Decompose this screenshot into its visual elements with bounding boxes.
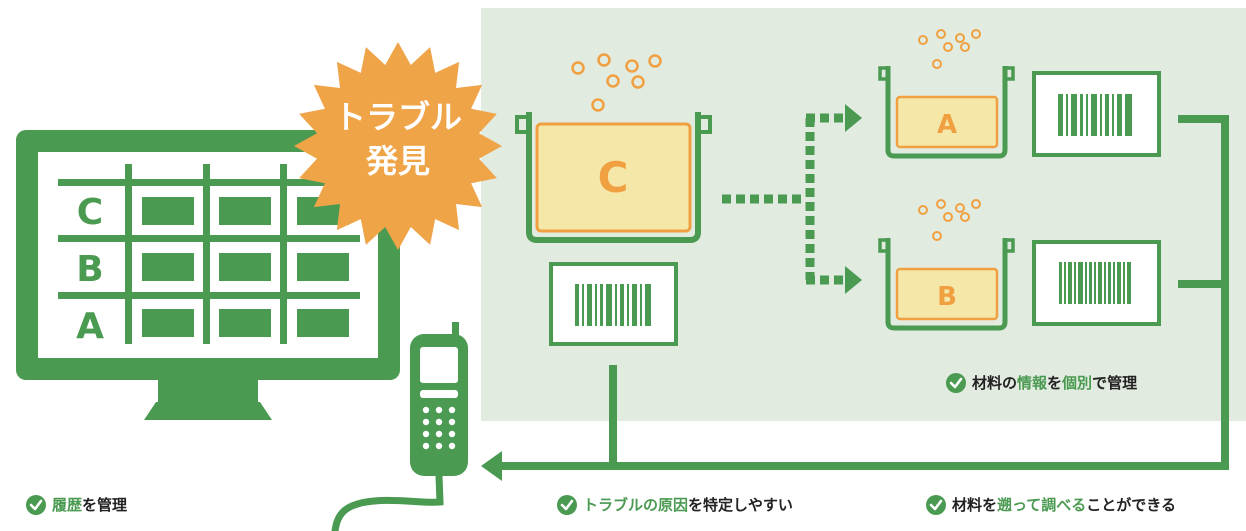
caption-info-seg-5: で管理 <box>1092 374 1138 392</box>
pot-b-label: B <box>937 282 957 312</box>
caption-info-seg-3: を <box>1047 374 1063 392</box>
caption-trace-seg-1: 材料を <box>952 496 998 514</box>
table-row-label-c: C <box>77 192 103 233</box>
caption-info-seg-2: 情報 <box>1017 374 1048 392</box>
trouble-discovery-burst: トラブル 発見 <box>294 42 502 250</box>
check-circle-icon <box>26 494 46 515</box>
caption-history: 履歴を管理 <box>26 494 127 515</box>
table-row-label-a: A <box>76 306 104 347</box>
caption-info-seg-1: 材料の <box>972 374 1018 392</box>
pot-a-icon: A <box>878 29 1015 159</box>
pot-b-icon: B <box>878 199 1015 331</box>
barcode-label-b <box>1032 240 1161 326</box>
pot-c-icon: C <box>515 53 712 243</box>
caption-cause: トラブルの原因を特定しやすい <box>557 494 793 515</box>
traceback-flow-arrow <box>481 115 1229 481</box>
burst-line-2: 発見 <box>365 142 430 180</box>
caption-history-text: を管理 <box>82 496 128 514</box>
caption-cause-seg-2: を特定しやすい <box>688 496 793 514</box>
monitor-icon: C B A <box>16 130 400 420</box>
burst-line-1: トラブル <box>334 98 462 136</box>
check-circle-icon <box>557 494 577 515</box>
check-circle-icon <box>946 372 966 393</box>
caption-trace-seg-2: 遡って調べる <box>997 496 1087 514</box>
barcode-label-a <box>1032 71 1161 157</box>
caption-trace-seg-3: ことができる <box>1086 496 1176 514</box>
caption-traceback: 材料を遡って調べることができる <box>926 494 1176 515</box>
caption-individual-info: 材料の情報を個別で管理 <box>946 372 1137 393</box>
handheld-scanner-icon <box>331 322 468 531</box>
check-circle-icon <box>926 494 946 515</box>
caption-info-seg-4: 個別 <box>1062 374 1093 392</box>
table-row-label-b: B <box>76 249 103 290</box>
split-dotted-arrows <box>722 104 862 294</box>
pot-a-label: A <box>937 110 957 140</box>
caption-cause-seg-1: トラブルの原因 <box>583 496 689 514</box>
pot-c-label: C <box>598 153 629 202</box>
barcode-label-c <box>549 262 678 346</box>
caption-history-highlight: 履歴 <box>52 496 83 514</box>
